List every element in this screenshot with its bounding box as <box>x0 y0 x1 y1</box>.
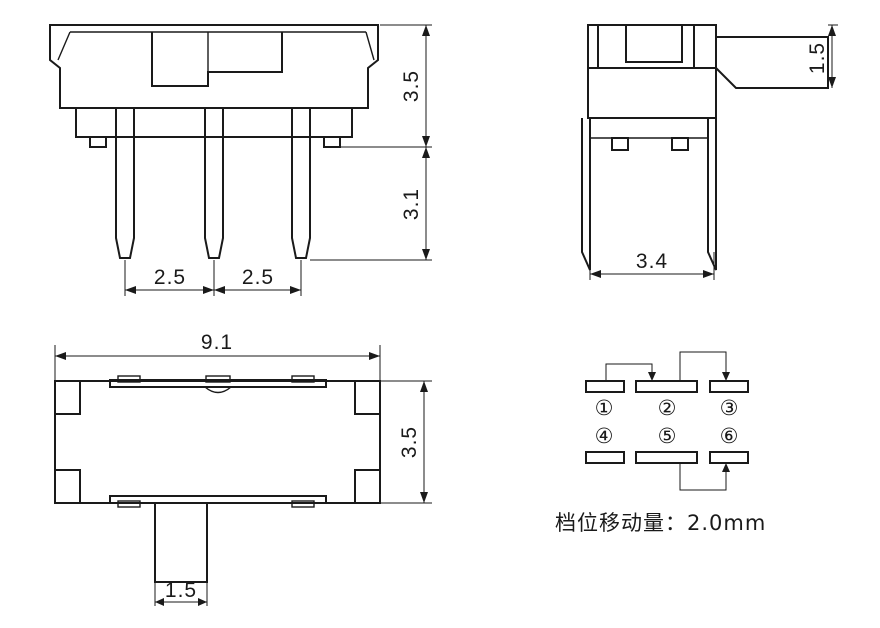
top-view <box>54 345 432 606</box>
dim-top-actuator: 1.5 <box>165 579 197 602</box>
pin-3-label: ③ <box>720 396 739 420</box>
dim-side-actuator: 1.5 <box>806 42 829 74</box>
dim-pitch-right: 2.5 <box>242 266 274 289</box>
dim-top-width: 3.5 <box>398 426 421 458</box>
pin-2-label: ② <box>658 396 677 420</box>
dim-pitch-left: 2.5 <box>154 266 186 289</box>
pin-5-label: ⑤ <box>658 424 677 448</box>
dim-front-height: 3.5 <box>400 70 423 102</box>
dim-pin-length: 3.1 <box>400 188 423 220</box>
pin-4-label: ④ <box>595 424 614 448</box>
pin-schematic <box>585 351 749 491</box>
dim-side-pin-span: 3.4 <box>636 250 668 273</box>
front-view <box>49 24 432 296</box>
side-view <box>581 24 838 280</box>
pin-6-label: ⑥ <box>720 424 739 448</box>
travel-note: 档位移动量：2.0mm <box>555 511 766 535</box>
dim-top-length: 9.1 <box>201 331 233 354</box>
pin-1-label: ① <box>595 396 614 420</box>
